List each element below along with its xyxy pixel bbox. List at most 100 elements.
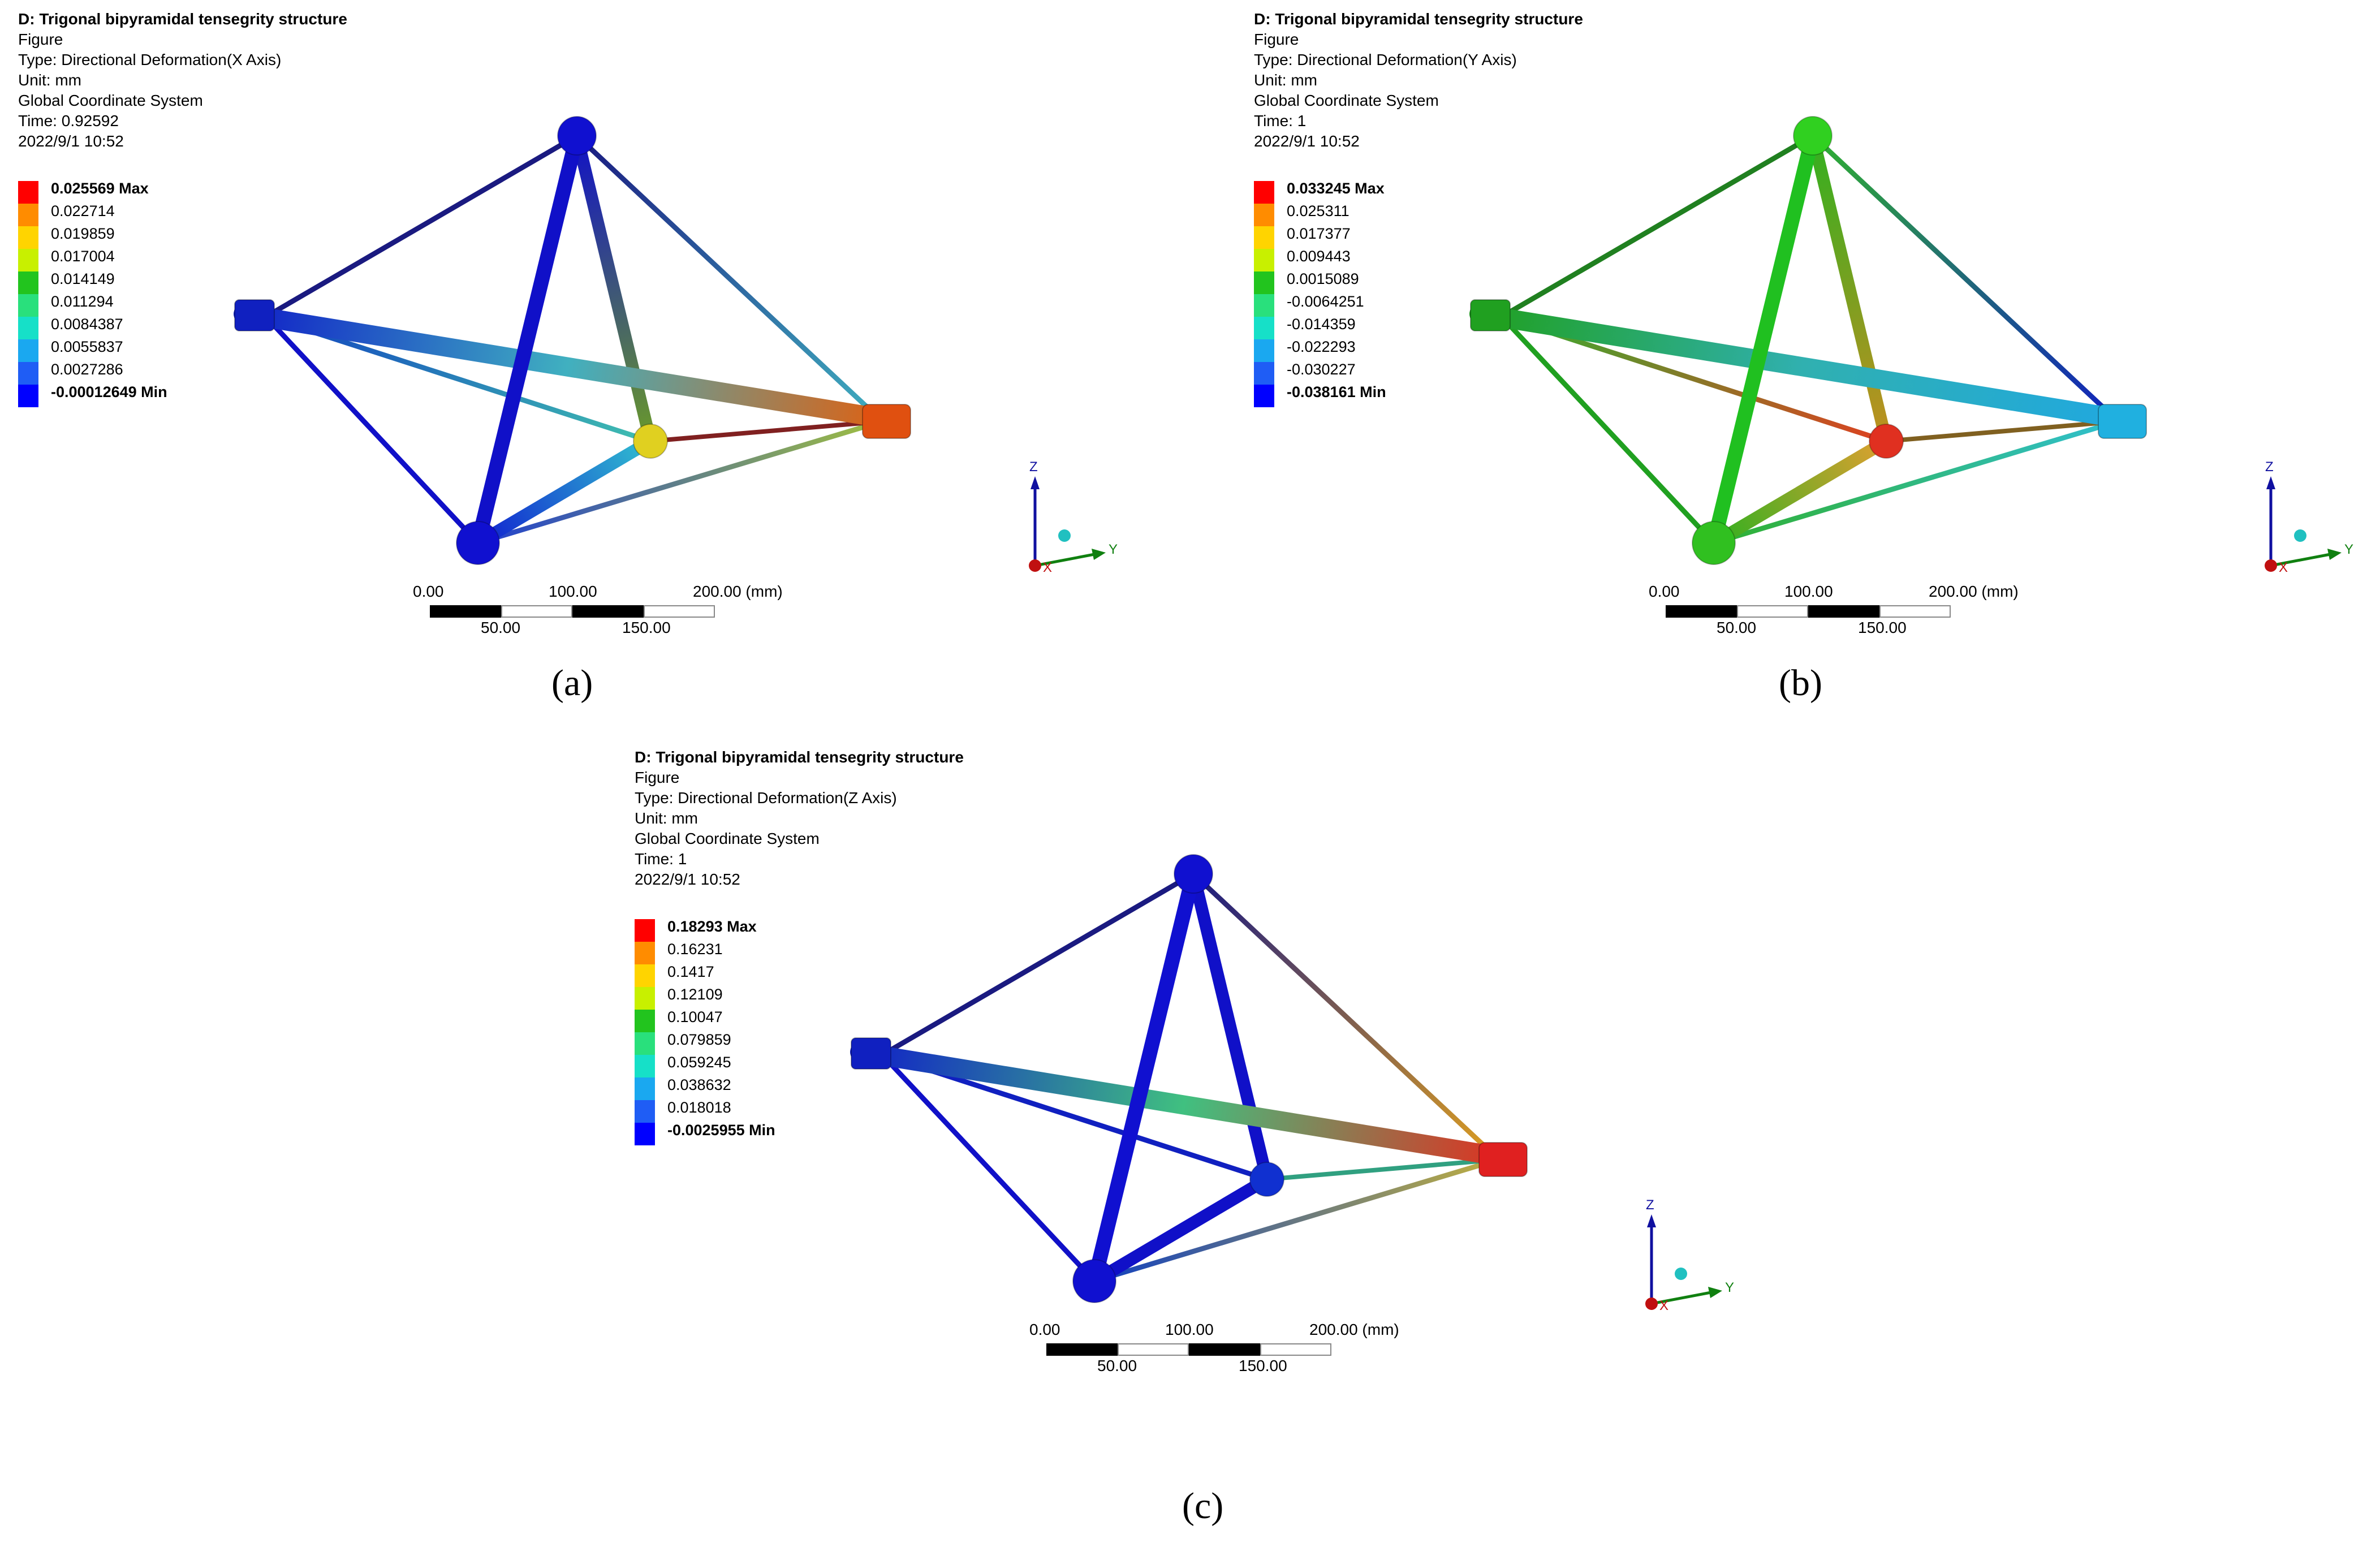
legend-label: 0.019859	[51, 225, 115, 242]
legend-swatch	[635, 964, 655, 987]
legend-swatch	[18, 249, 38, 271]
legend-swatch	[635, 919, 655, 942]
header-figure: Figure	[18, 31, 63, 48]
node-left-bracket	[851, 1037, 891, 1070]
panel-b: D: Trigonal bipyramidal tensegrity struc…	[1236, 0, 2367, 704]
header-coordinate-system: Global Coordinate System	[18, 92, 203, 109]
tendon-top-right	[1191, 871, 1502, 1162]
y-axis-arrow-icon	[1092, 549, 1106, 560]
legend-swatch	[635, 1123, 655, 1145]
scale-tick-label: 50.00	[1717, 619, 1757, 636]
node-top	[1174, 854, 1213, 894]
strut-top-mid	[571, 130, 657, 447]
strut-top-mid	[1187, 868, 1273, 1186]
tendon-top-right	[574, 133, 885, 424]
y-axis-arrow-icon	[1708, 1287, 1722, 1298]
tendon-left-bottom	[879, 1052, 1097, 1284]
scale-bar: 0.00 100.00 200.00 (mm) 50.00 150.00	[1643, 583, 2019, 639]
scale-tick-label: 150.00	[1858, 619, 1907, 636]
panel-c: D: Trigonal bipyramidal tensegrity struc…	[616, 738, 1748, 1527]
triad-axes	[1645, 1214, 1722, 1310]
legend-label: 0.18293 Max	[667, 918, 757, 935]
legend-swatch	[1254, 317, 1274, 339]
bar-left-right	[850, 1042, 1517, 1167]
panel-a: D: Trigonal bipyramidal tensegrity struc…	[0, 0, 1131, 704]
scale-tick-label: 200.00 (mm)	[1929, 583, 2019, 600]
legend-label: -0.022293	[1287, 338, 1356, 355]
z-axis-label: Z	[2265, 459, 2274, 475]
strut-top-bottom	[1087, 867, 1201, 1288]
header-type: Type: Directional Deformation(Y Axis)	[1254, 51, 1517, 68]
tendon-mid-right	[1884, 419, 2120, 443]
legend-label: 0.0055837	[51, 338, 123, 355]
x-axis-dot-icon	[2265, 559, 2277, 572]
header-time: Time: 0.92592	[18, 112, 119, 130]
deformation-model-view	[850, 854, 1528, 1303]
y-axis-label: Y	[2344, 542, 2354, 557]
header-title: D: Trigonal bipyramidal tensegrity struc…	[1254, 10, 1583, 28]
strut-top-bottom	[471, 128, 584, 550]
y-axis-label: Y	[1109, 542, 1118, 557]
legend-label: 0.025569 Max	[51, 180, 149, 197]
scale-bar-segment	[1666, 605, 1737, 618]
legend-label: 0.009443	[1287, 248, 1351, 265]
scale-tick-label: 0.00	[1649, 583, 1680, 600]
tendon-top-left	[263, 133, 580, 320]
node-right-bracket	[1478, 1142, 1528, 1177]
legend-label: -0.038161 Min	[1287, 383, 1386, 400]
header-type: Type: Directional Deformation(Z Axis)	[635, 789, 897, 807]
header-coordinate-system: Global Coordinate System	[1254, 92, 1439, 109]
result-header: D: Trigonal bipyramidal tensegrity struc…	[18, 9, 347, 152]
view-sphere-icon	[1058, 529, 1071, 542]
legend-label: 0.16231	[667, 941, 723, 958]
node-right-bracket	[862, 404, 911, 439]
strut-top-mid	[1806, 130, 1892, 447]
deformation-model-view	[234, 116, 911, 565]
z-axis-arrow-icon	[2266, 476, 2275, 489]
legend-swatch	[1254, 249, 1274, 271]
legend-label: 0.0015089	[1287, 270, 1359, 287]
legend-swatch	[18, 226, 38, 249]
scale-tick-label: 100.00	[1784, 583, 1833, 600]
scale-bar-segment	[1118, 1343, 1189, 1356]
legend-swatch	[18, 294, 38, 317]
legend-swatch	[635, 1032, 655, 1055]
legend-swatch	[18, 339, 38, 362]
header-type: Type: Directional Deformation(X Axis)	[18, 51, 282, 68]
legend-label: 0.1417	[667, 963, 714, 980]
bar-left-right	[1469, 304, 2136, 429]
scale-tick-label: 50.00	[1097, 1357, 1137, 1374]
scale-bar-segment	[1879, 605, 1951, 618]
y-axis-arrow-icon	[2327, 549, 2342, 560]
node-bottom	[456, 521, 500, 565]
legend-swatch	[18, 385, 38, 407]
panel-caption: (c)	[1182, 1485, 1224, 1527]
tendon-bottom-right	[475, 419, 885, 546]
scale-bar-segment	[430, 605, 501, 618]
tendon-bottom-right	[1711, 419, 2121, 546]
deformation-model-view	[1469, 116, 2147, 565]
scale-bar-segment	[1189, 1343, 1260, 1356]
tendon-mid-right	[1265, 1157, 1501, 1182]
z-axis-arrow-icon	[1031, 476, 1040, 489]
header-title: D: Trigonal bipyramidal tensegrity struc…	[635, 748, 964, 766]
node-middle	[1869, 424, 1904, 459]
node-top	[1793, 116, 1833, 156]
legend-label: 0.079859	[667, 1031, 731, 1048]
node-left-bracket	[1470, 299, 1511, 331]
scale-bar-segment	[572, 605, 644, 618]
scale-tick-label: 0.00	[1029, 1321, 1060, 1338]
tendon-top-left	[879, 871, 1196, 1058]
legend-label: -0.00012649 Min	[51, 383, 167, 400]
scale-tick-label: 100.00	[1165, 1321, 1214, 1338]
legend-label: 0.12109	[667, 986, 723, 1003]
legend-swatch	[1254, 226, 1274, 249]
tendon-left-bottom	[1499, 314, 1717, 546]
strut-top-bottom	[1706, 128, 1820, 550]
legend-label: 0.025311	[1287, 202, 1349, 219]
scale-bar-segment	[1808, 605, 1879, 618]
z-axis-label: Z	[1646, 1197, 1654, 1213]
strut-bottom-mid	[1708, 435, 1892, 549]
legend-label: 0.059245	[667, 1054, 731, 1071]
